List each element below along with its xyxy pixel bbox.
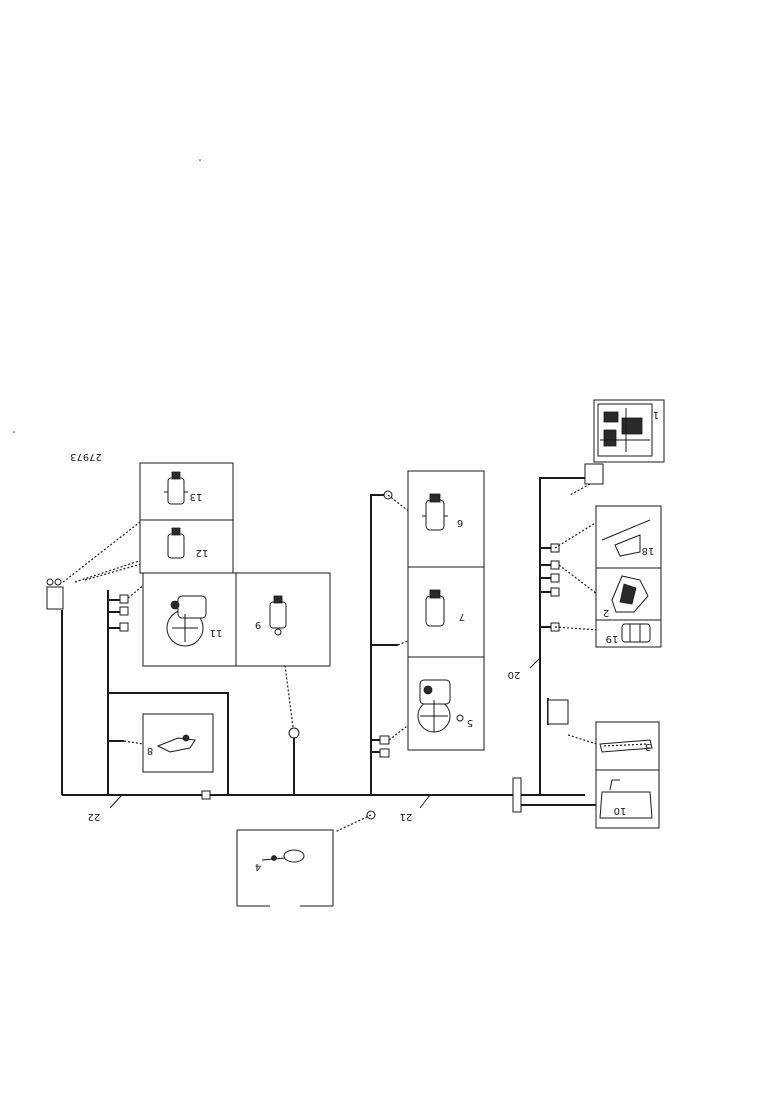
callout-20: 20 bbox=[508, 669, 521, 680]
ground-post bbox=[512, 777, 522, 813]
callout-10: 10 bbox=[614, 805, 627, 816]
connector bbox=[54, 578, 62, 586]
callout-7: 7 bbox=[459, 611, 465, 622]
connector bbox=[379, 748, 390, 758]
connector bbox=[46, 578, 54, 586]
panel-2: 2 bbox=[595, 567, 662, 621]
callout-11: 11 bbox=[210, 627, 223, 638]
panel-18: 18 bbox=[595, 505, 662, 569]
callout-19: 19 bbox=[606, 633, 619, 644]
connector bbox=[550, 573, 560, 583]
connector bbox=[119, 622, 129, 632]
harness-callouts: 20 21 22 bbox=[88, 657, 541, 822]
panel-11-9: 11 9 bbox=[142, 572, 331, 667]
figure-id: 27973 bbox=[70, 451, 102, 462]
callout-22: 22 bbox=[88, 811, 101, 822]
panel-12: 12 bbox=[139, 519, 234, 574]
connector bbox=[201, 790, 211, 800]
callout-9: 9 bbox=[255, 619, 261, 630]
callout-2: 2 bbox=[603, 607, 609, 618]
connector bbox=[119, 594, 129, 604]
connector bbox=[547, 699, 569, 725]
callout-8: 8 bbox=[147, 745, 153, 756]
panel-19: 19 bbox=[595, 619, 662, 648]
connector bbox=[584, 463, 604, 485]
connector bbox=[46, 586, 64, 610]
panel-4: 4 bbox=[236, 829, 334, 907]
panel-5: 5 bbox=[407, 656, 485, 751]
panel-6: 6 bbox=[407, 470, 485, 568]
callout-21: 21 bbox=[400, 811, 413, 822]
callout-18: 18 bbox=[642, 545, 655, 556]
connector bbox=[119, 606, 129, 616]
panel-13: 13 bbox=[139, 462, 234, 521]
panel-1: 1 bbox=[593, 399, 665, 463]
callout-12: 12 bbox=[196, 547, 209, 558]
callout-4: 4 bbox=[255, 861, 261, 872]
callout-6: 6 bbox=[457, 517, 463, 528]
speck bbox=[13, 431, 15, 433]
panel-8: 8 bbox=[142, 713, 214, 773]
speck bbox=[199, 159, 201, 161]
panel-3: 3 bbox=[595, 721, 660, 771]
callout-13: 13 bbox=[190, 491, 203, 502]
callout-5: 5 bbox=[467, 717, 473, 728]
panel-10: 10 bbox=[595, 769, 660, 829]
connector bbox=[288, 727, 300, 739]
panel-7: 7 bbox=[407, 566, 485, 658]
connector bbox=[379, 735, 390, 745]
callout-1: 1 bbox=[653, 409, 659, 420]
callout-3: 3 bbox=[645, 741, 651, 752]
connector bbox=[550, 560, 560, 570]
connector bbox=[550, 587, 560, 597]
